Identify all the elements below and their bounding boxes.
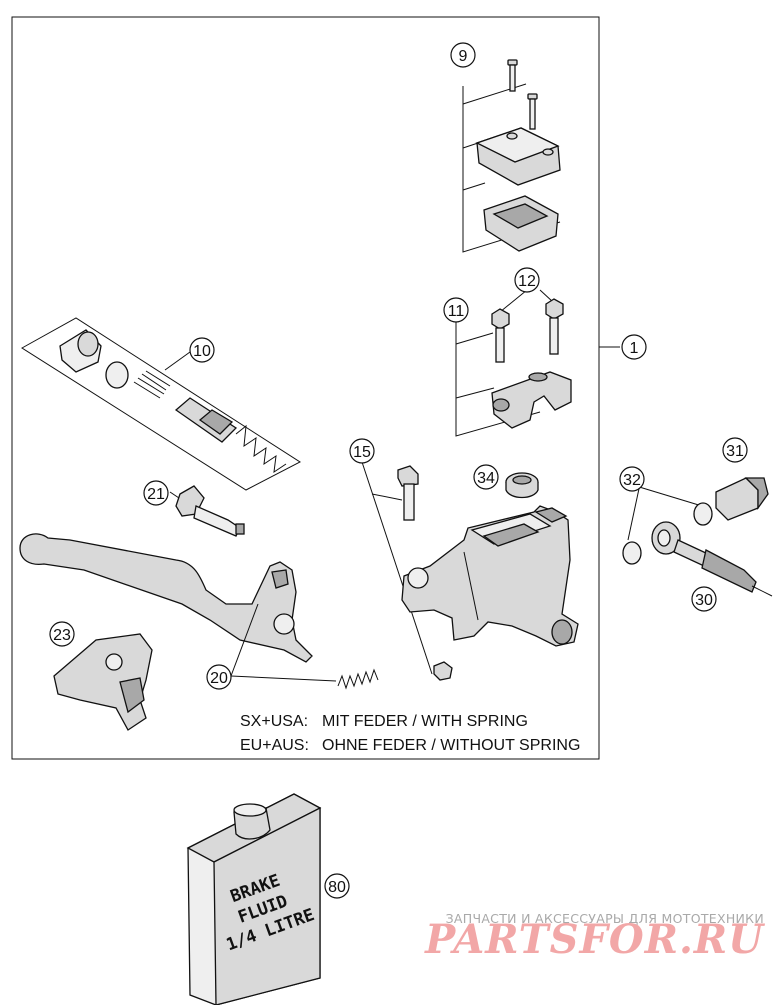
brake-lever — [19, 533, 313, 663]
handlebar-clamp — [491, 371, 572, 429]
callout-20: 20 — [206, 664, 232, 690]
piston — [174, 397, 238, 443]
pivot-nut — [433, 661, 453, 681]
callout-32-label: 32 — [623, 472, 641, 489]
note-1-label: SX+USA: — [240, 713, 308, 730]
reservoir-plug-34 — [505, 472, 539, 499]
callout-21: 21 — [143, 480, 169, 506]
lever-spring — [337, 668, 379, 690]
callout-12-label: 12 — [518, 273, 536, 290]
callout-34: 34 — [473, 464, 499, 490]
callout-32: 32 — [619, 466, 645, 492]
bottle-cap — [233, 803, 271, 840]
callout-11: 11 — [443, 297, 469, 323]
sealing-washer — [622, 541, 642, 565]
brake-hose — [651, 521, 773, 597]
cover-screw — [527, 93, 538, 130]
brake-lever-20 — [19, 533, 379, 690]
watermark-tagline: ЗАПЧАСТИ И АКСЕССУАРЫ ДЛЯ МОТОТЕХНИКИ — [446, 911, 764, 926]
callout-80: 80 — [324, 873, 350, 899]
callout-30: 30 — [691, 586, 717, 612]
callout-80-label: 80 — [328, 879, 346, 896]
watermark-logo: PARTSFOR.RU — [424, 916, 765, 963]
callout-15: 15 — [349, 438, 375, 464]
callout-20-label: 20 — [210, 670, 228, 687]
callout-23-label: 23 — [53, 627, 71, 644]
brake-line-group — [622, 477, 773, 597]
banjo-bolt — [715, 477, 769, 521]
callout-31-label: 31 — [726, 443, 744, 460]
assembly-frame — [11, 16, 600, 760]
callout-10-label: 10 — [193, 343, 211, 360]
clamp-group-11-12 — [455, 289, 572, 437]
circlip — [105, 361, 129, 389]
piston-kit-10 — [21, 317, 301, 491]
callout-23: 23 — [49, 621, 75, 647]
return-spring — [235, 424, 287, 474]
callout-1-label: 1 — [630, 340, 639, 357]
spring-notes: SX+USA: MIT FEDER / WITH SPRING EU+AUS: … — [240, 713, 580, 754]
callout-30-label: 30 — [695, 592, 713, 609]
lever-guard-23 — [53, 633, 153, 731]
piston-kit-outline — [21, 317, 301, 491]
sealing-washer — [693, 502, 713, 526]
callout-9-label: 9 — [459, 48, 468, 65]
note-2-label: EU+AUS: — [240, 737, 309, 754]
adjuster-21 — [169, 485, 245, 537]
callout-12: 12 — [514, 267, 540, 293]
callout-10: 10 — [189, 337, 215, 363]
callout-11-label: 11 — [448, 303, 465, 320]
callout-15-label: 15 — [353, 444, 371, 461]
callout-1: 1 — [621, 334, 647, 360]
cover-group-9 — [462, 59, 561, 253]
callout-21-label: 21 — [147, 486, 165, 503]
master-cylinder-body — [401, 505, 579, 647]
note-2-text: OHNE FEDER / WITHOUT SPRING — [322, 737, 580, 754]
callout-9: 9 — [450, 42, 476, 68]
watermark: ЗАПЧАСТИ И АКСЕССУАРЫ ДЛЯ МОТОТЕХНИКИ PA… — [424, 911, 765, 963]
cover-screw — [507, 59, 518, 92]
clamp-bolt — [545, 298, 564, 355]
callout-31: 31 — [722, 437, 748, 463]
clamp-bolt — [491, 308, 510, 363]
note-1-text: MIT FEDER / WITH SPRING — [322, 713, 528, 730]
callout-34-label: 34 — [477, 470, 495, 487]
brake-fluid-bottle-80 — [186, 793, 322, 1005]
pivot-bolt-15 — [361, 461, 453, 681]
